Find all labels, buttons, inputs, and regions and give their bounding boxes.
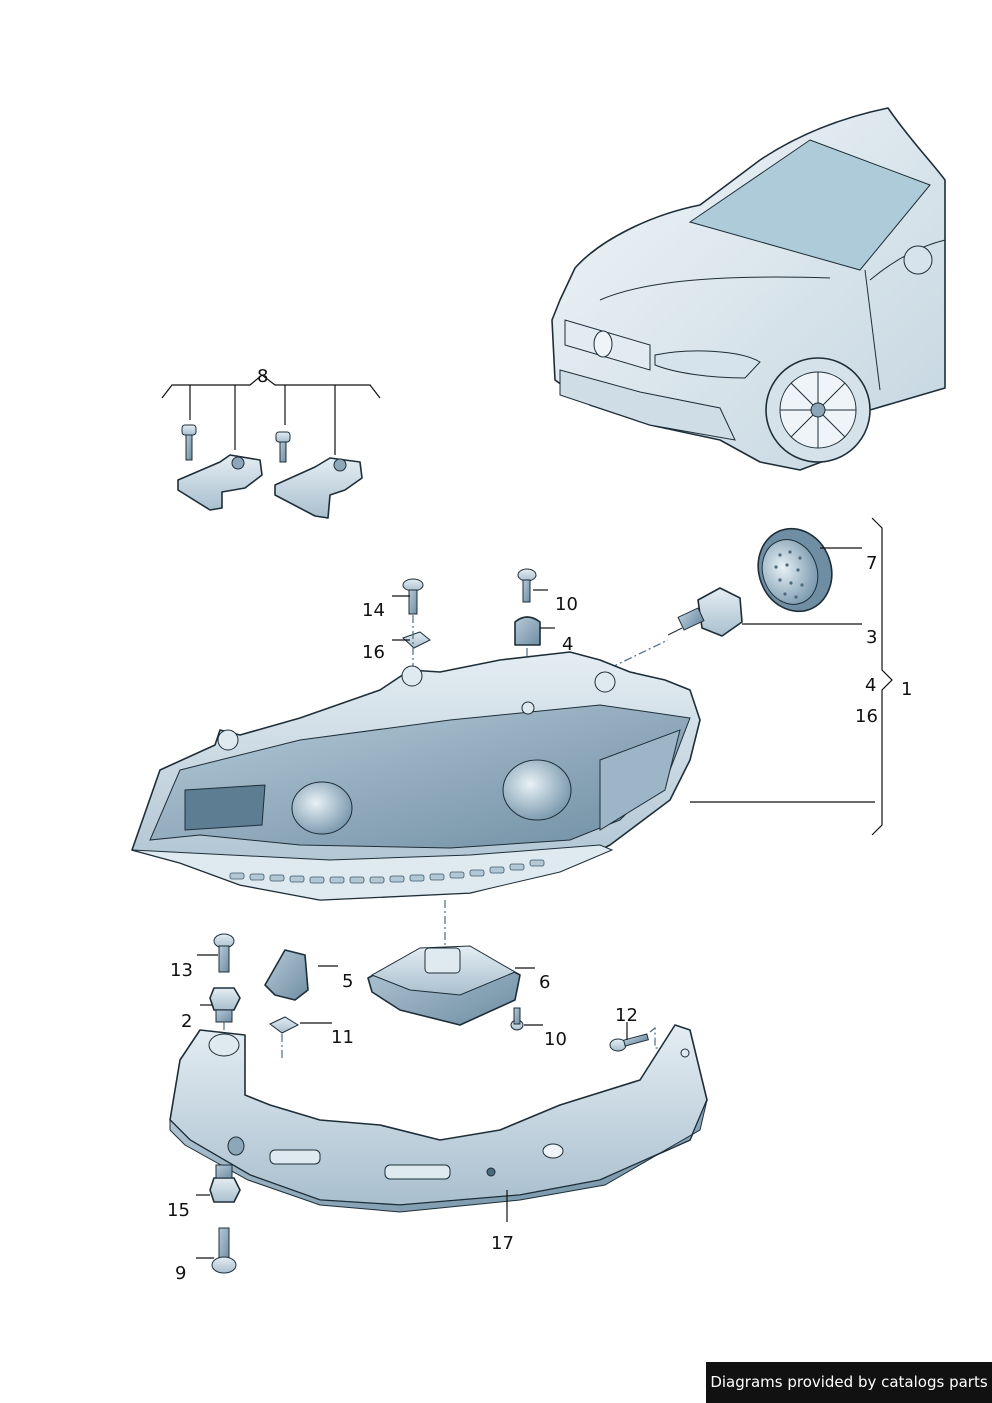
screw-10-top [517, 568, 537, 603]
label-10-bottom: 10 [544, 1029, 567, 1050]
label-6: 6 [539, 972, 550, 993]
mounting-bracket-set [177, 424, 363, 519]
label-13: 13 [170, 960, 193, 981]
headlight-lens-left [291, 781, 353, 835]
label-10-top: 10 [555, 594, 578, 615]
label-4-right: 4 [865, 675, 876, 696]
bolt-9 [211, 1227, 237, 1274]
label-11: 11 [331, 1027, 354, 1048]
headlight-honeycomb-trim [229, 859, 545, 884]
label-15: 15 [167, 1200, 190, 1221]
label-1: 1 [901, 679, 912, 700]
screw-12 [609, 1033, 649, 1052]
cover-cap-7 [757, 527, 833, 613]
car-windshield [688, 139, 931, 271]
label-14: 14 [362, 600, 385, 621]
bracket-left [177, 454, 263, 511]
label-2: 2 [181, 1011, 192, 1032]
label-9: 9 [175, 1263, 186, 1284]
clamp-5 [264, 949, 309, 1001]
control-unit-6 [367, 945, 521, 1026]
spreader-nut-2 [209, 987, 241, 1023]
cap-4 [514, 616, 541, 646]
label-8: 8 [257, 366, 268, 387]
headlight-indicator-strip [599, 729, 681, 831]
label-16-top: 16 [362, 642, 385, 663]
car-mirror [903, 245, 933, 275]
screw-13 [213, 933, 235, 973]
label-4-top: 4 [562, 634, 573, 655]
label-5: 5 [342, 971, 353, 992]
screw-14 [402, 578, 424, 615]
label-3: 3 [866, 627, 877, 648]
label-16-right: 16 [855, 706, 878, 727]
screw-10-bottom [510, 1007, 524, 1031]
carrier-17 [169, 1024, 708, 1213]
watermark-banner: Diagrams provided by catalogs parts [706, 1362, 992, 1403]
vehicle-illustration [551, 107, 946, 471]
label-12: 12 [615, 1005, 638, 1026]
headlight-drl-block [184, 784, 266, 831]
callout-labels: 8 14 16 10 4 7 3 4 1 16 13 5 6 2 11 10 1… [167, 366, 912, 1284]
spreader-nut-15 [209, 1164, 241, 1203]
label-7: 7 [866, 553, 877, 574]
clip-nut-11 [269, 1016, 300, 1034]
leader-lines [196, 517, 893, 1259]
bracket-callout-lines [161, 374, 381, 455]
headlight-lens-right [502, 759, 572, 821]
bulb-3 [667, 587, 743, 637]
bracket-screw-left [181, 424, 197, 436]
bracket-screw-right [275, 431, 291, 443]
label-17: 17 [491, 1233, 514, 1254]
headlight-assembly [131, 651, 701, 901]
clip-nut-16 [402, 631, 431, 649]
car-headlight-location [654, 350, 761, 379]
bracket-right [274, 457, 363, 519]
